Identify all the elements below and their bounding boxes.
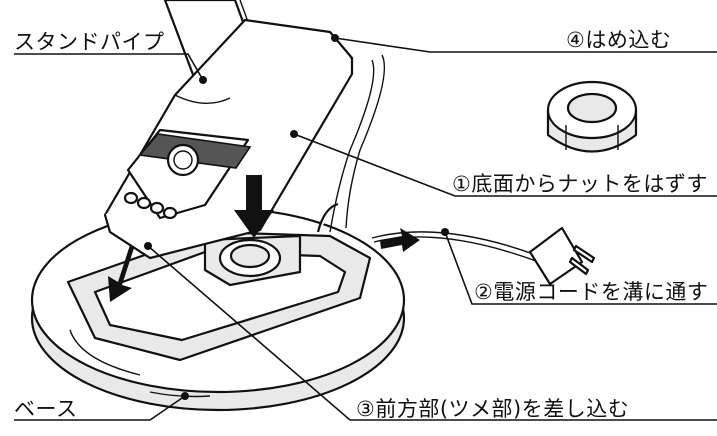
arrow-cord-out	[380, 228, 420, 252]
power-cord	[329, 54, 537, 262]
label-cord-groove: ②電源コードを溝に通す	[474, 280, 709, 304]
hex-nut	[546, 80, 638, 153]
control-panel	[126, 128, 252, 220]
power-plug	[528, 226, 596, 286]
label-stand-pipe: スタンドパイプ	[14, 30, 165, 54]
arrow-press-down	[234, 175, 274, 238]
label-press-in: ④はめ込む	[566, 28, 672, 52]
arrow-insert-front	[108, 245, 134, 302]
label-insert-front: ③前方部(ツメ部)を差し込む	[356, 397, 630, 421]
panel-buttons	[123, 191, 178, 220]
label-base: ベース	[14, 397, 78, 421]
nut-mount	[203, 234, 302, 287]
label-remove-nut: ①底面からナットをはずす	[452, 172, 708, 196]
leader-lines	[14, 34, 717, 421]
